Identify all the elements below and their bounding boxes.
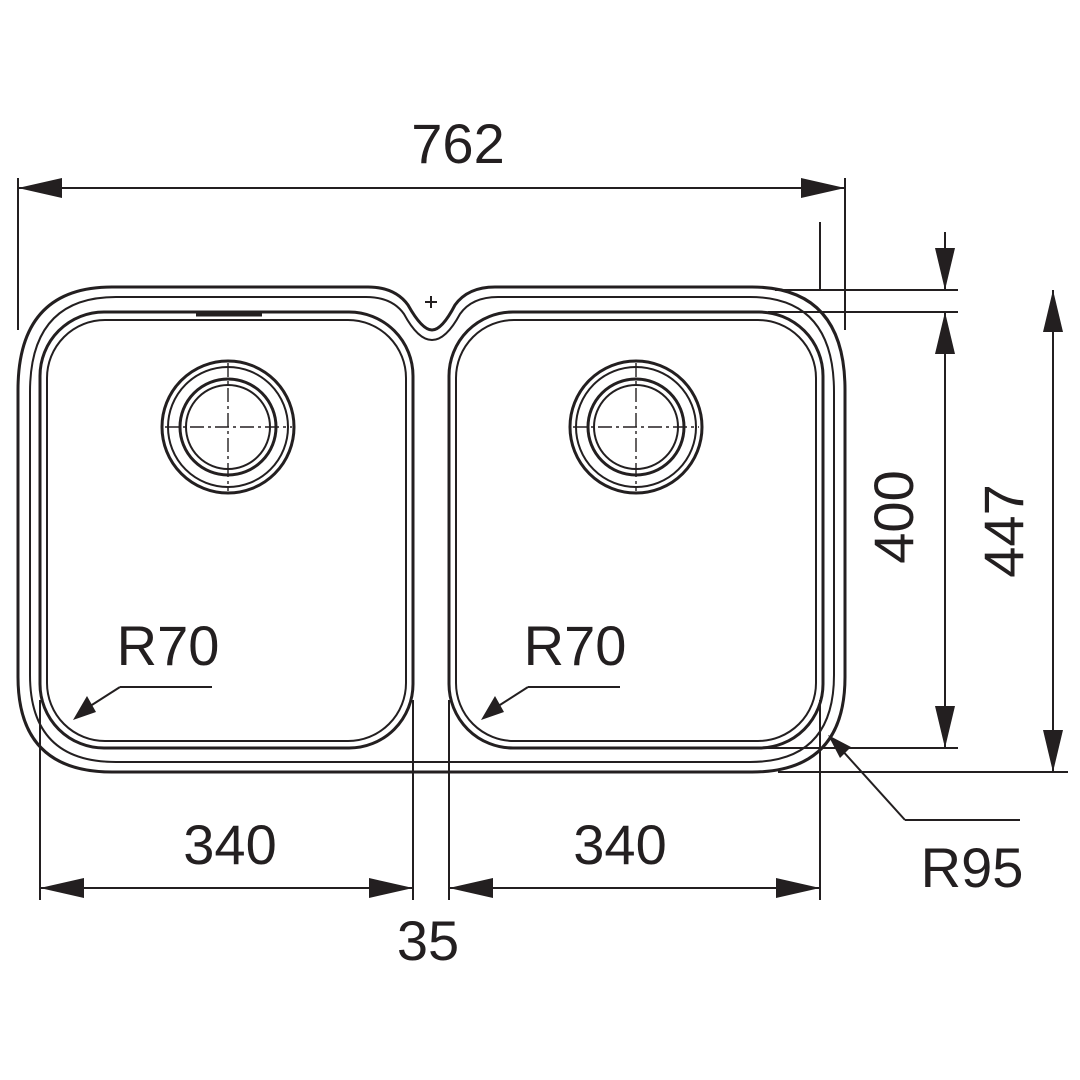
right-bowl-width-label: 340 [573,813,666,876]
divider-width-label: 35 [397,909,459,972]
outer-radius-label: R95 [921,836,1024,899]
left-bowl-radius-callout: R70 [73,614,219,720]
left-drain-icon [160,359,296,495]
left-bowl [38,310,415,750]
overall-width-dimension: 762 [17,112,846,330]
tap-hole-marker [425,296,437,308]
left-bowl-radius-label: R70 [117,614,220,677]
right-bowl [447,310,825,750]
bowl-depth-label: 400 [862,470,925,563]
right-drain-icon [568,359,704,495]
overall-width-label: 762 [411,112,504,175]
bowl-width-dimensions: 340 340 35 [39,700,821,972]
bowl-depth-dimension: 400 [762,222,958,749]
right-bowl-radius-label: R70 [524,614,627,677]
outer-radius-callout: R95 [828,735,1023,899]
left-bowl-width-label: 340 [183,813,276,876]
overall-depth-dimension: 447 [778,290,1068,773]
sink-outer-outline [16,285,847,774]
right-bowl-radius-callout: R70 [481,614,626,720]
overall-depth-label: 447 [972,484,1035,577]
